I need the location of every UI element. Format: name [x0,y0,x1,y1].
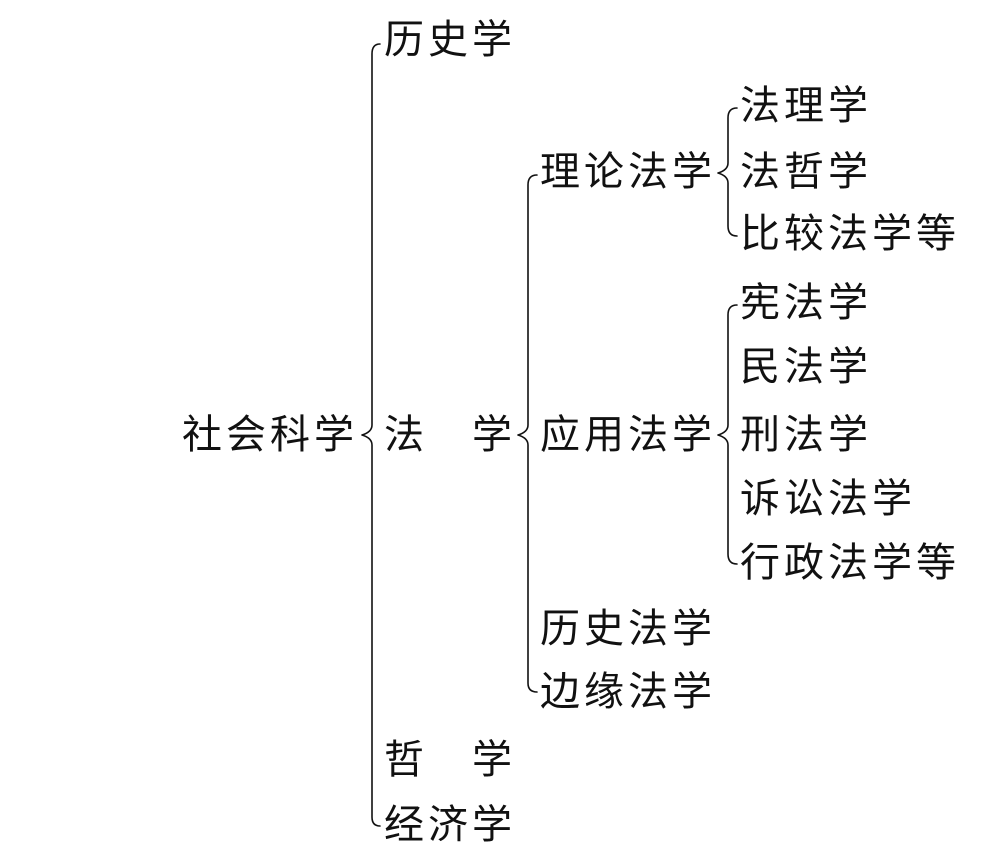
node-minfaxue: 民法学 [740,344,872,390]
lilun-brace [717,107,738,237]
node-xianfaxue: 宪法学 [740,280,872,326]
node-zhexue: 哲 学 [384,737,516,783]
node-xingfaxue: 刑法学 [740,412,872,458]
node-faxue: 法 学 [384,412,516,458]
node-fazhexue: 法哲学 [740,149,872,195]
node-jingjixue: 经济学 [384,802,516,848]
root-brace [361,43,381,827]
node-root: 社会科学 [182,412,358,458]
node-falixue: 法理学 [740,83,872,129]
node-susongfaxue: 诉讼法学 [740,476,916,522]
node-yingyongfaxue: 应用法学 [540,412,716,458]
faxue-brace [517,174,538,693]
node-bijiaofaxue: 比较法学等 [740,211,960,257]
node-lishixue: 历史学 [384,17,516,63]
node-xingzhengfaxue: 行政法学等 [740,540,960,586]
node-bianyuanfaxue: 边缘法学 [540,669,716,715]
node-lishifaxue: 历史法学 [540,606,716,652]
node-lilunfaxue: 理论法学 [540,149,716,195]
yingyong-brace [717,304,738,565]
